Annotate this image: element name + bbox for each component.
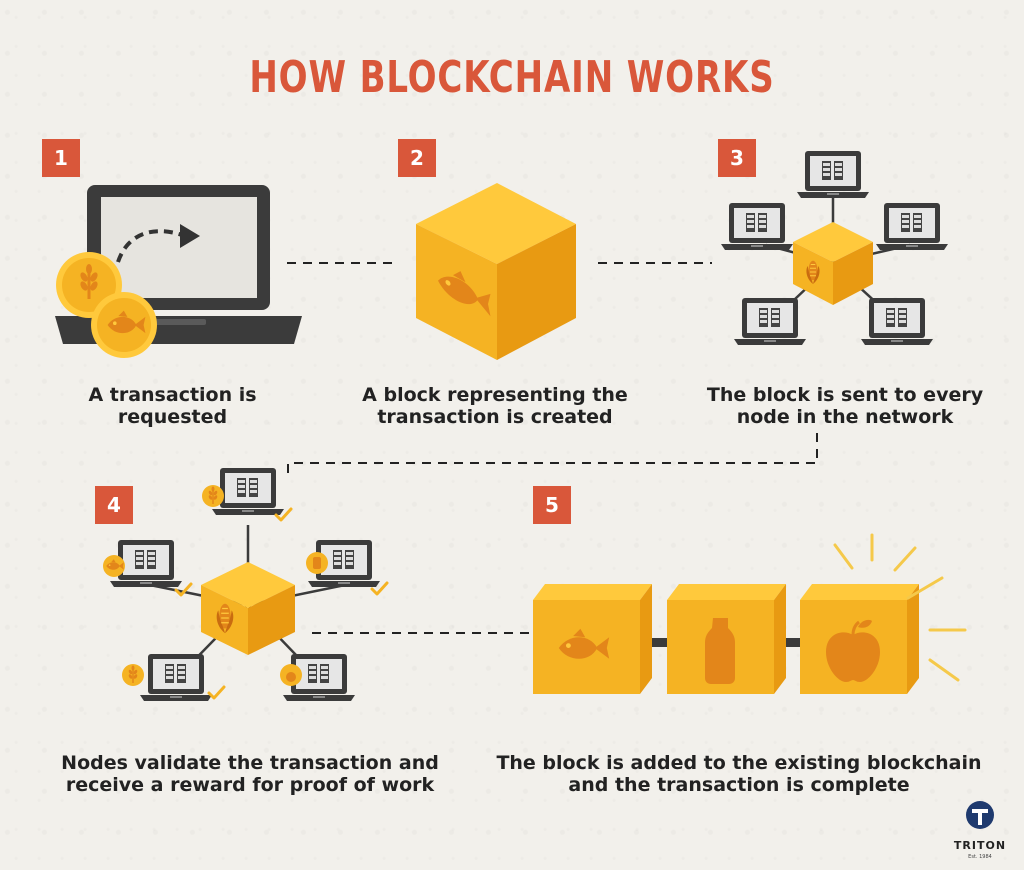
apple-icon bbox=[286, 672, 296, 682]
triton-logo: TRITON Est. 1984 bbox=[954, 801, 1006, 860]
milk-coin-small bbox=[306, 552, 328, 574]
fish-coin bbox=[91, 292, 157, 358]
step-5-caption-line-1: The block is added to the existing block… bbox=[496, 752, 982, 774]
wheat-coin-small bbox=[122, 664, 144, 686]
step-1-caption-line-1: A transaction is bbox=[88, 384, 257, 406]
step-1-badge: 1 bbox=[42, 139, 80, 177]
step-3-caption-line-2: node in the network bbox=[736, 406, 954, 428]
step-3-badge: 3 bbox=[718, 139, 756, 177]
apple-icon bbox=[826, 619, 880, 682]
step-4-caption-line-1: Nodes validate the transaction and bbox=[61, 752, 439, 774]
step-2-caption-line-2: transaction is created bbox=[377, 406, 613, 428]
step-4-badge: 4 bbox=[95, 486, 133, 524]
logo-tagline: Est. 1984 bbox=[968, 854, 992, 860]
block-cube bbox=[416, 183, 576, 360]
server-icon bbox=[876, 203, 948, 250]
step-4-caption-line-2: receive a reward for proof of work bbox=[65, 774, 435, 796]
page-title: HOW BLOCKCHAIN WORKS bbox=[249, 52, 775, 103]
server-icon bbox=[140, 654, 212, 701]
step-5-caption-line-2: and the transaction is complete bbox=[568, 774, 910, 796]
logo-name: TRITON bbox=[954, 839, 1006, 852]
step-1-caption: A transaction is requested bbox=[40, 384, 305, 428]
network-block bbox=[793, 222, 873, 305]
server-icon bbox=[734, 298, 806, 345]
server-icon bbox=[721, 203, 793, 250]
validation-block bbox=[201, 562, 295, 655]
milk-bottle-icon bbox=[705, 618, 735, 684]
step-2-caption-line-1: A block representing the bbox=[362, 384, 628, 406]
step-4-caption: Nodes validate the transaction and recei… bbox=[30, 752, 470, 796]
sparkle-rays bbox=[833, 533, 967, 682]
step-3-caption: The block is sent to every node in the n… bbox=[680, 384, 1010, 428]
step-1-caption-line-2: requested bbox=[117, 406, 228, 428]
milk-bottle-icon bbox=[313, 557, 321, 569]
wheat-coin-small bbox=[202, 485, 224, 507]
server-icon bbox=[861, 298, 933, 345]
connector-3-4 bbox=[287, 433, 818, 478]
fish-coin-small bbox=[103, 555, 125, 577]
checkmark-icon bbox=[207, 685, 226, 700]
step-5-badge: 5 bbox=[533, 486, 571, 524]
step-5-caption: The block is added to the existing block… bbox=[470, 752, 1008, 796]
step-2-badge: 2 bbox=[398, 139, 436, 177]
step-3-caption-line-1: The block is sent to every bbox=[706, 384, 984, 406]
apple-coin-small bbox=[280, 664, 302, 686]
server-icon bbox=[797, 151, 869, 198]
blockchain bbox=[533, 533, 967, 694]
step-2-caption: A block representing the transaction is … bbox=[340, 384, 650, 428]
